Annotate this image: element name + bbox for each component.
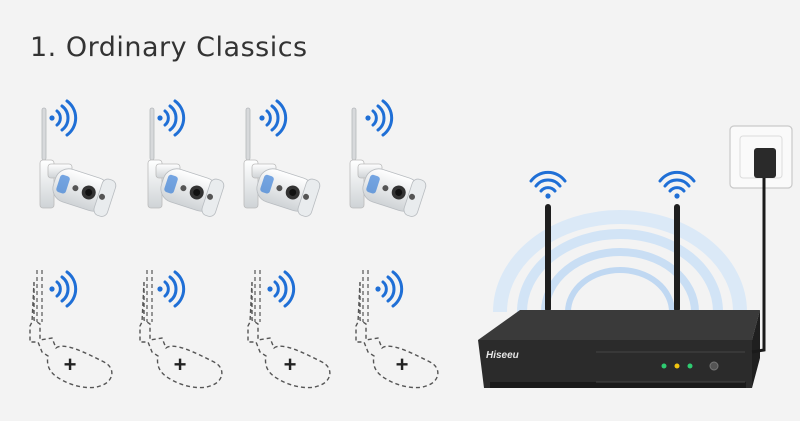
nvr-signal-arcs (493, 210, 747, 313)
camera-4 (349, 99, 428, 219)
add-icon: + (284, 352, 297, 377)
camera-icon (39, 107, 118, 219)
nvr-indicator-2 (674, 363, 680, 369)
nvr-device: Hiseeu (478, 170, 760, 388)
nvr-power-button (709, 361, 719, 371)
add-icon: + (396, 352, 409, 377)
camera-icon (243, 107, 322, 219)
camera-3 (243, 99, 322, 219)
nvr-indicator-3 (687, 363, 693, 369)
wifi-icon (47, 270, 78, 308)
camera-icon (349, 107, 428, 219)
wifi-icon (529, 170, 567, 201)
power-cable (751, 178, 766, 354)
camera-row-installed (39, 99, 428, 219)
wifi-icon (265, 270, 296, 308)
nvr-indicator-1 (661, 363, 667, 369)
empty-slot-1[interactable]: + (29, 269, 113, 389)
wifi-icon (363, 99, 394, 137)
nvr-brand: Hiseeu (486, 350, 519, 361)
camera-icon (147, 107, 226, 219)
camera-1 (39, 99, 118, 219)
wifi-icon (155, 99, 186, 137)
wifi-icon (155, 270, 186, 308)
empty-slot-3[interactable]: + (247, 269, 331, 389)
camera-2 (147, 99, 226, 219)
camera-row-empty: + + + + (29, 269, 439, 389)
nvr-antenna-left (545, 204, 551, 312)
wifi-icon (658, 170, 696, 201)
power-plug (754, 148, 776, 178)
add-icon: + (64, 352, 77, 377)
nvr-antenna-right (674, 204, 680, 312)
wifi-icon (257, 99, 288, 137)
empty-slot-4[interactable]: + (355, 269, 439, 389)
add-icon: + (174, 352, 187, 377)
power-outlet (729, 125, 793, 354)
wifi-icon (373, 270, 404, 308)
wifi-icon (47, 99, 78, 137)
page-title: 1. Ordinary Classics (30, 32, 308, 63)
empty-slot-2[interactable]: + (139, 269, 223, 389)
